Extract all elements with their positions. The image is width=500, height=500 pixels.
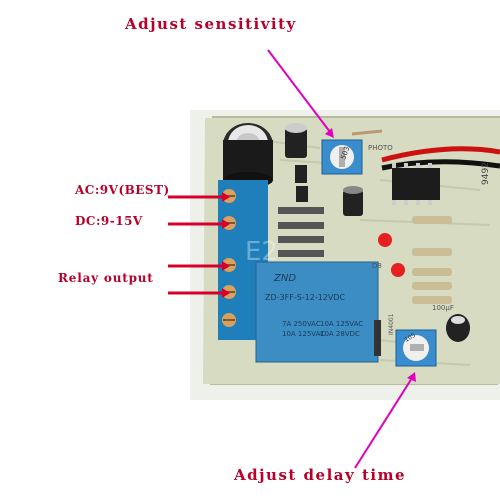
label-adjust-delay: Adjust delay time: [234, 466, 406, 484]
capacitor-mid: [343, 190, 363, 216]
arrow-sensitivity: [267, 49, 334, 138]
red-wire: [381, 146, 500, 163]
relay-rating: 10A 125VAC: [282, 330, 325, 338]
label-adjust-sensitivity: Adjust sensitivity: [125, 15, 297, 33]
arrows-relay: [168, 261, 230, 298]
watermark: E2: [245, 237, 278, 267]
label-relay-output: Relay output: [58, 271, 154, 285]
relay-model: ZD-3FF-S-12-12VDC: [265, 293, 346, 302]
delay-potentiometer: 105: [395, 329, 437, 367]
photo-label: PHOTO: [368, 144, 393, 152]
diode-label: IN4001: [388, 313, 395, 335]
cap-label: 100μF: [432, 304, 454, 312]
small-capacitor: [285, 123, 307, 158]
relay-rating: 10A 125VAC: [320, 320, 363, 328]
relay: ZND ZD-3FF-S-12-12VDC 7A 250VAC 10A 125V…: [255, 261, 379, 363]
sensitivity-potentiometer: 503: [321, 139, 363, 175]
resistors: [412, 216, 452, 304]
flyback-diode: [374, 320, 381, 356]
pcb-id: 9492: [481, 162, 491, 185]
large-capacitor: [223, 123, 273, 188]
label-dc-power: DC:9-15V: [75, 214, 143, 228]
arrow-delay: [354, 372, 416, 469]
label-ac-power: AC:9V(BEST): [75, 183, 170, 197]
transistor: [296, 186, 308, 202]
diodes: [278, 207, 324, 257]
relay-brand: ZND: [273, 273, 296, 284]
relay-rating: 10A 28VDC: [320, 330, 360, 338]
pot-bottom-marking: 105: [404, 332, 418, 344]
led-label: D8: [372, 262, 382, 270]
relay-rating: 7A 250VAC: [282, 320, 321, 328]
led: [378, 233, 392, 247]
transistor: [295, 165, 307, 183]
led: [391, 263, 405, 277]
arrows-power: [168, 192, 230, 229]
ic-chip: [392, 163, 440, 205]
